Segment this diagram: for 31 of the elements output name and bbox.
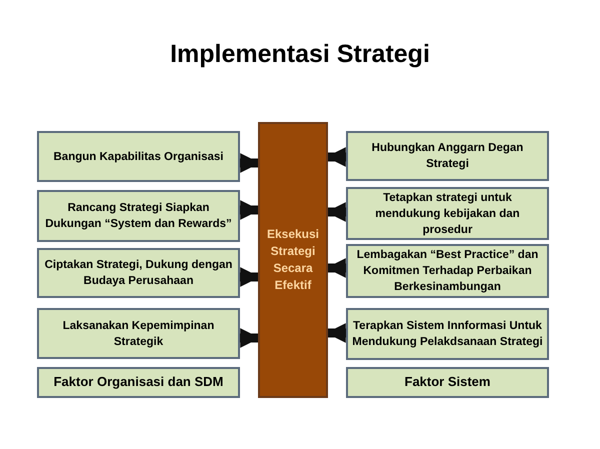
box-text: Bangun Kapabilitas Organisasi bbox=[54, 150, 224, 164]
box-text: Lembagakan “Best Practice” dan Komitmen Terhadap Perbaikan Berkesinambungan bbox=[356, 248, 540, 295]
factor-box bbox=[346, 308, 549, 360]
factor-box bbox=[37, 308, 240, 359]
factor-box bbox=[346, 187, 549, 240]
arrow bbox=[326, 147, 346, 167]
arrow bbox=[326, 202, 346, 222]
center-box bbox=[258, 122, 328, 398]
arrow bbox=[240, 200, 260, 220]
arrow bbox=[240, 267, 260, 287]
factor-box bbox=[346, 244, 549, 298]
box-text: Eksekusi Strategi Secara Efektif bbox=[266, 226, 320, 294]
box-text: Rancang Strategi Siapkan Dukungan “System dan Rewards” bbox=[44, 201, 233, 232]
factor-box bbox=[346, 131, 549, 181]
box-text: Laksanakan Kepemimpinan Strategik bbox=[62, 318, 216, 350]
box-text: Faktor Sistem bbox=[404, 374, 490, 391]
arrow bbox=[326, 323, 346, 343]
arrow bbox=[240, 153, 260, 173]
title: Implementasi Strategi bbox=[169, 39, 431, 70]
arrow bbox=[240, 328, 260, 348]
factor-box bbox=[37, 190, 240, 242]
box-text: Faktor Organisasi dan SDM bbox=[54, 374, 224, 391]
arrow bbox=[326, 258, 346, 278]
factor-box bbox=[37, 248, 240, 298]
box-text: Hubungkan Anggarn Degan Strategi bbox=[370, 141, 524, 172]
box-text: Tetapkan strategi untuk mendukung kebijakan dan prosedur bbox=[374, 190, 521, 238]
factor-box bbox=[37, 367, 240, 398]
box-text: Terapkan Sistem Innformasi Untuk Mendukung Pelakdsanaan Strategi bbox=[352, 319, 543, 350]
factor-box bbox=[346, 367, 549, 398]
box-text: Ciptakan Strategi, Dukung dengan Budaya Perusahaan bbox=[44, 258, 234, 289]
factor-box bbox=[37, 131, 240, 182]
